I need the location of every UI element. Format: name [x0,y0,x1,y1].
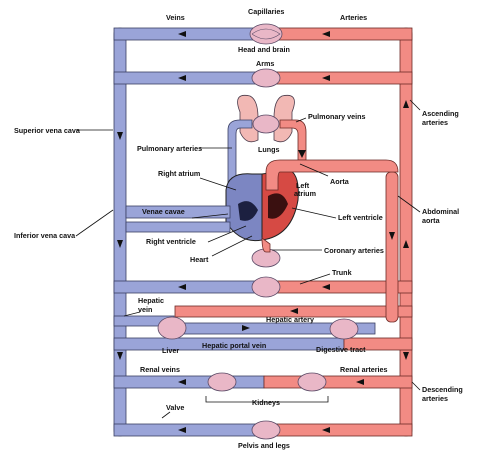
label-head-brain: Head and brain [238,45,290,54]
label-right-ventricle: Right ventricle [146,237,196,246]
label-lungs: Lungs [258,145,280,154]
label-ascending-line1: Ascending [422,109,459,118]
label-capillaries: Capillaries [248,7,284,16]
lungs-organ [238,95,295,141]
label-renal-arteries: Renal arteries [340,365,388,374]
head-capillaries [250,24,282,44]
inferior-vena-cava-branch [126,222,230,232]
label-hepatic-vein-2: vein [138,305,152,314]
left-vein-trunk [114,28,126,436]
label-kidneys: Kidneys [252,398,280,407]
label-heart: Heart [190,255,209,264]
label-hepatic-portal-vein: Hepatic portal vein [202,341,266,350]
label-arteries: Arteries [340,13,367,22]
label-venae-cavae: Venae cavae [142,207,185,216]
renal-artery [264,376,412,388]
legs-capillaries [252,421,280,439]
trunk-vein [114,281,264,293]
label-superior-vena-cava: Superior vena cava [14,126,81,135]
label-left-ventricle: Left ventricle [338,213,383,222]
label-valve: Valve [166,403,184,412]
label-veins: Veins [166,13,185,22]
arms-capillaries [252,69,280,87]
label-arms: Arms [256,59,274,68]
legs-artery [264,424,412,436]
label-hepatic-vein-1: Hepatic [138,296,164,305]
label-ascending-line2: arteries [422,118,448,127]
label-right-atrium: Right atrium [158,169,200,178]
liver-capillaries [158,317,186,339]
label-liver: Liver [162,346,179,355]
label-abdominal-1: Abdominal [422,207,459,216]
arms-artery [264,72,412,84]
label-coronary-arteries: Coronary arteries [324,246,384,255]
label-descending-2: arteries [422,394,448,403]
label-pulmonary-veins: Pulmonary veins [308,112,366,121]
label-hepatic-artery: Hepatic artery [266,315,314,324]
trunk-capillaries [252,277,280,297]
label-inferior-vena-cava: Inferior vena cava [14,231,76,240]
label-aorta: Aorta [330,177,350,186]
label-pulmonary-arteries: Pulmonary arteries [137,144,202,153]
arms-vein [114,72,264,84]
label-descending-1: Descending [422,385,463,394]
head-artery [264,28,412,40]
renal-vein [114,376,264,388]
coronary-artery-vessel [262,238,270,252]
label-digestive-tract: Digestive tract [316,345,366,354]
label-pelvis-legs: Pelvis and legs [238,441,290,450]
head-vein [114,28,264,40]
label-renal-veins: Renal veins [140,365,180,374]
label-left-atrium-2: atrium [294,189,316,198]
kidney-right [298,373,326,391]
digestive-capillaries [330,319,358,339]
kidney-left [208,373,236,391]
label-trunk: Trunk [332,268,352,277]
descending-aorta [386,172,398,322]
right-artery-trunk [400,28,412,436]
legs-vein [114,424,264,436]
label-abdominal-2: aorta [422,216,441,225]
